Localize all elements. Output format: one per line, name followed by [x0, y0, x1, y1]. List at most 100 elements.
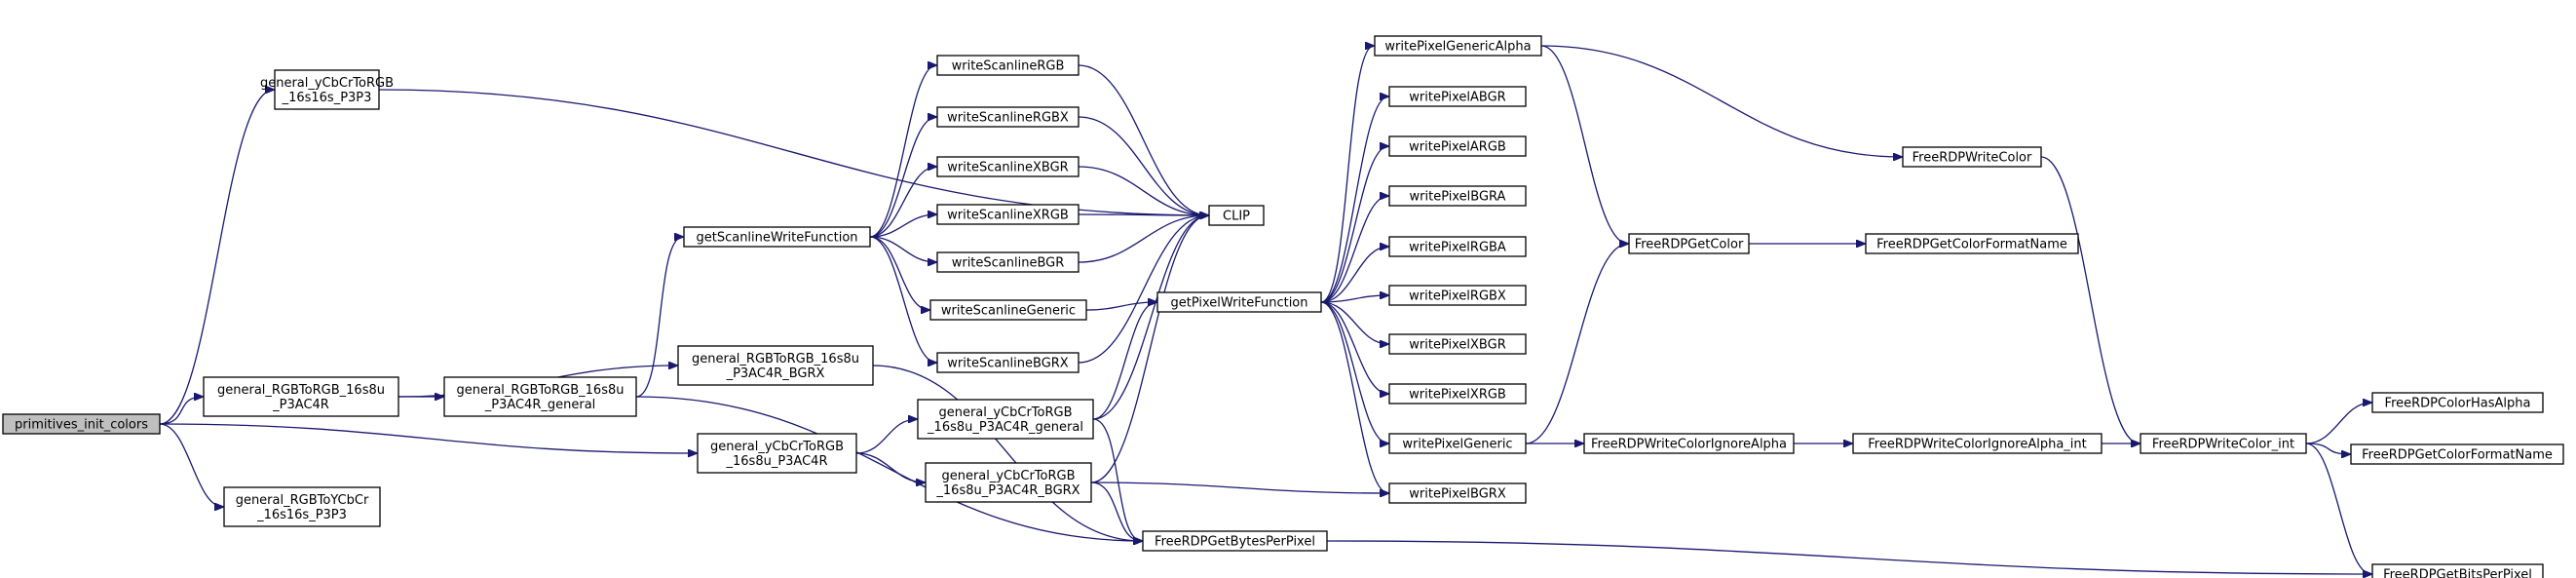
- edge-getpixelwritefunction-to-writepixelrgba: [1320, 247, 1388, 303]
- node-freerdpgetcolor[interactable]: FreeRDPGetColor: [1628, 233, 1750, 254]
- node-box: [2, 413, 161, 435]
- node-box: [936, 156, 1080, 177]
- edge-general-ycbcrtorgb-16s8u-p3ac4r-bgrx-to-clip: [1090, 215, 1208, 483]
- node-label: _16s8u_P3AC4R_general: [927, 420, 1083, 435]
- node-primitives-init-colors[interactable]: primitives_init_colors: [2, 413, 161, 435]
- edge-writescanlinergb-to-clip: [1078, 64, 1208, 215]
- node-freerdpwritecolorignorealpha[interactable]: FreeRDPWriteColorIgnoreAlpha: [1583, 433, 1795, 454]
- node-general-ycbcrtorgb-16s8u-p3ac4r-bgrx[interactable]: general_yCbCrToRGB_16s8u_P3AC4R_BGRX: [925, 462, 1092, 503]
- node-label: _P3AC4R: [272, 398, 329, 412]
- node-label: FreeRDPWriteColorIgnoreAlpha_int: [1868, 438, 2086, 452]
- edge-general-rgbtorgb-16s8u-p3ac4r-bgrx-to-freerdpgetbytesperpixel: [872, 365, 1142, 541]
- node-label: writeScanlineBGR: [952, 256, 1065, 271]
- node-freerdpgetcolorformatname-1[interactable]: FreeRDPGetColorFormatName: [1865, 233, 2079, 254]
- node-box: [936, 204, 1080, 225]
- edge-writescanlinebgrx-to-clip: [1078, 215, 1208, 364]
- edge-writescanlinergbx-to-clip: [1078, 116, 1208, 215]
- node-freerdpgetbitsperpixel[interactable]: FreeRDPGetBitsPerPixel: [2371, 563, 2544, 578]
- node-general-rgbtoycbcr-16s16s-p3p3[interactable]: general_RGBToYCbCr_16s16s_P3P3: [223, 486, 381, 527]
- edge-general-rgbtorgb-16s8u-p3ac4r-general-to-freerdpgetbytesperpixel: [635, 396, 1142, 541]
- edge-freerdpwritecolor-int-to-freerdpgetbitsperpixel: [2305, 443, 2371, 574]
- edge-getpixelwritefunction-to-writepixelabgr: [1320, 96, 1388, 303]
- node-writepixelabgr[interactable]: writePixelABGR: [1388, 86, 1527, 107]
- node-box: [2371, 563, 2544, 578]
- node-box: [443, 376, 637, 417]
- node-general-ycbcrtorgb-16s8u-p3ac4r-general[interactable]: general_yCbCrToRGB_16s8u_P3AC4R_general: [917, 399, 1094, 440]
- node-label: writePixelXRGB: [1409, 388, 1506, 403]
- edge-writepixelgenericalpha-to-freerdpgetcolor: [1540, 45, 1628, 244]
- node-box: [1388, 383, 1527, 405]
- node-writepixelxrgb[interactable]: writePixelXRGB: [1388, 383, 1527, 405]
- node-label: FreeRDPWriteColorIgnoreAlpha: [1591, 438, 1787, 452]
- node-writescanlinexrgb[interactable]: writeScanlineXRGB: [936, 204, 1080, 225]
- node-label: primitives_init_colors: [15, 418, 148, 433]
- node-writepixelbgrx[interactable]: writePixelBGRX: [1388, 482, 1527, 504]
- node-box: [1852, 433, 2102, 454]
- node-box: [203, 376, 399, 417]
- node-writepixelgenericalpha[interactable]: writePixelGenericAlpha: [1374, 35, 1542, 57]
- edge-getscanlinewritefunction-to-writescanlinegeneric: [869, 236, 929, 310]
- node-general-rgbtorgb-16s8u-p3ac4r-general[interactable]: general_RGBToRGB_16s8u_P3AC4R_general: [443, 376, 637, 417]
- node-box: [1388, 433, 1527, 454]
- node-label: FreeRDPGetBytesPerPixel: [1155, 535, 1315, 550]
- node-writescanlinexbgr[interactable]: writeScanlineXBGR: [936, 156, 1080, 177]
- node-freerdpcolorhasalpha[interactable]: FreeRDPColorHasAlpha: [2371, 392, 2544, 413]
- node-writescanlinergbx[interactable]: writeScanlineRGBX: [936, 106, 1080, 128]
- node-freerdpgetbytesperpixel[interactable]: FreeRDPGetBytesPerPixel: [1142, 530, 1328, 552]
- node-general-ycbcrtorgb-16s8u-p3ac4r[interactable]: general_yCbCrToRGB_16s8u_P3AC4R: [697, 433, 857, 474]
- edge-writescanlinebgr-to-clip: [1078, 215, 1208, 263]
- node-writescanlinebgr[interactable]: writeScanlineBGR: [936, 251, 1080, 273]
- edge-getpixelwritefunction-to-writepixelgeneric: [1320, 301, 1388, 443]
- node-box: [1628, 233, 1750, 254]
- edge-general-ycbcrtorgb-16s8u-p3ac4r-bgrx-to-freerdpgetbytesperpixel: [1090, 482, 1142, 541]
- edge-writescanlinexrgb-to-clip: [1078, 214, 1208, 215]
- edge-general-ycbcrtorgb-16s16s-p3p3-to-clip: [378, 89, 1208, 215]
- node-general-rgbtorgb-16s8u-p3ac4r-bgrx[interactable]: general_RGBToRGB_16s8u_P3AC4R_BGRX: [677, 345, 874, 386]
- node-label: CLIP: [1223, 210, 1250, 224]
- node-writepixelargb[interactable]: writePixelARGB: [1388, 135, 1527, 157]
- node-writescanlinebgrx[interactable]: writeScanlineBGRX: [936, 352, 1080, 373]
- node-label: FreeRDPWriteColor: [1913, 151, 2032, 166]
- node-box: [936, 352, 1080, 373]
- node-general-rgbtorgb-16s8u-p3ac4r[interactable]: general_RGBToRGB_16s8u_P3AC4R: [203, 376, 399, 417]
- edge-writepixelgenericalpha-to-freerdpwritecolor: [1540, 45, 1902, 157]
- node-box: [936, 55, 1080, 76]
- node-freerdpgetcolorformatname-2[interactable]: FreeRDPGetColorFormatName: [2350, 443, 2564, 465]
- node-writescanlinegeneric[interactable]: writeScanlineGeneric: [929, 299, 1087, 321]
- node-freerdpwritecolor-int[interactable]: FreeRDPWriteColor_int: [2140, 433, 2307, 454]
- node-label: writeScanlineGeneric: [941, 304, 1076, 319]
- node-freerdpwritecolorignorealpha-int[interactable]: FreeRDPWriteColorIgnoreAlpha_int: [1852, 433, 2102, 454]
- edge-writepixelgeneric-to-freerdpgetcolor: [1525, 244, 1628, 444]
- node-box: [1156, 291, 1322, 313]
- edge-freerdpwritecolor-int-to-freerdpcolorhasalpha: [2305, 403, 2371, 444]
- edge-primitives-init-colors-to-general-ycbcrtorgb-16s16s-p3p3: [159, 90, 274, 425]
- node-writepixelrgbx[interactable]: writePixelRGBX: [1388, 285, 1527, 306]
- node-label: writeScanlineRGBX: [947, 111, 1069, 126]
- node-label: writeScanlineXBGR: [947, 161, 1068, 175]
- node-clip[interactable]: CLIP: [1208, 205, 1265, 226]
- node-writescanlinergb[interactable]: writeScanlineRGB: [936, 55, 1080, 76]
- edge-getpixelwritefunction-to-writepixelxbgr: [1320, 301, 1388, 344]
- node-box: [1388, 482, 1527, 504]
- edge-writescanlinexbgr-to-clip: [1078, 166, 1208, 215]
- node-label: writeScanlineBGRX: [947, 357, 1069, 371]
- node-getscanlinewritefunction[interactable]: getScanlineWriteFunction: [683, 226, 871, 248]
- node-label: general_yCbCrToRGB: [941, 469, 1075, 483]
- edge-getpixelwritefunction-to-writepixelbgra: [1320, 196, 1388, 303]
- edge-general-ycbcrtorgb-16s8u-p3ac4r-general-to-freerdpgetbytesperpixel: [1092, 418, 1142, 541]
- node-label: _16s16s_P3P3: [256, 508, 347, 522]
- edge-general-ycbcrtorgb-16s8u-p3ac4r-general-to-clip: [1092, 215, 1208, 420]
- node-writepixelrgba[interactable]: writePixelRGBA: [1388, 236, 1527, 257]
- node-writepixelbgra[interactable]: writePixelBGRA: [1388, 185, 1527, 207]
- node-box: [1374, 35, 1542, 57]
- node-freerdpwritecolor[interactable]: FreeRDPWriteColor: [1902, 146, 2042, 168]
- node-box: [936, 251, 1080, 273]
- edge-getscanlinewritefunction-to-writescanlinexrgb: [869, 214, 936, 238]
- node-getpixelwritefunction[interactable]: getPixelWriteFunction: [1156, 291, 1322, 313]
- node-writepixelxbgr[interactable]: writePixelXBGR: [1388, 333, 1527, 355]
- node-box: [2350, 443, 2564, 465]
- node-box: [1388, 236, 1527, 257]
- node-general-ycbcrtorgb-16s16s-p3p3[interactable]: general_yCbCrToRGB_16s16s_P3P3: [260, 69, 394, 110]
- edge-getpixelwritefunction-to-writepixelbgrx: [1320, 301, 1388, 493]
- node-writepixelgeneric[interactable]: writePixelGeneric: [1388, 433, 1527, 454]
